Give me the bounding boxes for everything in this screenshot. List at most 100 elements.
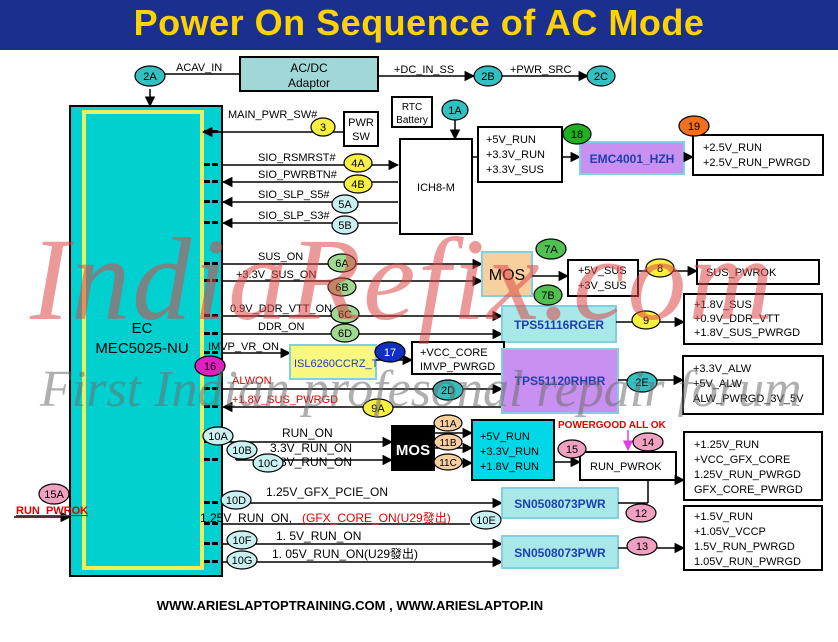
svg-text:6B: 6B — [335, 282, 348, 294]
svg-text:14: 14 — [642, 437, 654, 449]
ec-model: MEC5025-NU — [95, 340, 188, 357]
step-badge: 6C — [330, 304, 360, 324]
step-badge: 12 — [625, 503, 657, 523]
run-pwrok-input-label: RUN_PWROK — [16, 505, 88, 517]
mos-run-label: MOS — [396, 442, 430, 459]
svg-text:9A: 9A — [371, 403, 385, 415]
run-pwrok-label: RUN_PWROK — [590, 461, 662, 473]
ich8m-label: ICH8-M — [417, 182, 455, 194]
sn-gfx-rails-box — [683, 431, 823, 501]
step-badge: 11C — [433, 453, 463, 471]
tps51120-label: TPS51120RHBR — [515, 374, 606, 388]
sn-vccp-rail-4: 1.05V_RUN_PWRGD — [694, 556, 801, 568]
svg-text:6D: 6D — [338, 328, 352, 340]
tps51116-rail-1: +1.8V_SUS — [694, 299, 752, 311]
mos-sus-rail-1: +5V_SUS — [578, 265, 627, 277]
sn0508073-vccp-block — [501, 535, 619, 569]
step-badge: 18 — [562, 123, 592, 145]
sn-vccp-rail-2: +1.05V_VCCP — [694, 526, 766, 538]
tps51116-rail-3: +1.8V_SUS_PWRGD — [694, 327, 800, 339]
sn-vccp-section: 1. 5V_RUN_ON 1. 05V_RUN_ON(U29發出) SN0508… — [222, 505, 823, 571]
rtc-battery-block — [391, 96, 433, 128]
mos-sus-label: MOS — [489, 267, 525, 284]
tps51120-section: ALWON +1.8V_SUS_PWRGD TPS51120RHBR +3.3V… — [221, 348, 824, 415]
sn-gfx-rail-3: 1.25V_RUN_PWRGD — [694, 469, 801, 481]
ddr-on-label: DDR_ON — [258, 321, 305, 333]
powergood-label: POWERGOOD ALL OK — [558, 420, 667, 431]
step-badge: 17 — [374, 341, 406, 363]
step-badge: 10A — [202, 426, 234, 446]
step-badge: 15 — [557, 439, 587, 459]
gfx-pcie-on-label: 1.25V_GFX_PCIE_ON — [266, 485, 388, 499]
v15-run-on-label: 1. 5V_RUN_ON — [276, 529, 361, 543]
isl6260-label: ISL6260CCRZ_T — [294, 358, 379, 370]
sn-gfx-section: 1.25V_GFX_PCIE_ON 1.25V_RUN_ON, (GFX_COR… — [200, 431, 823, 525]
svg-text:2A: 2A — [143, 71, 157, 83]
svg-text:4B: 4B — [351, 179, 364, 191]
sn-gfx-rail-2: +VCC_GFX_CORE — [694, 454, 790, 466]
run-pwrok-box — [579, 451, 677, 481]
svg-text:16: 16 — [204, 361, 216, 373]
emc-rail-2: +2.5V_RUN_PWRGD — [703, 157, 810, 169]
step-badge: 8 — [645, 258, 675, 278]
svg-text:10E: 10E — [476, 515, 496, 527]
pwr-src-label: +PWR_SRC — [510, 64, 571, 76]
svg-text:17: 17 — [384, 347, 396, 359]
svg-text:6C: 6C — [338, 309, 352, 321]
step-badge: 10B — [226, 440, 258, 460]
step-badge: 9 — [631, 310, 661, 330]
rtc-label-1: RTC — [402, 102, 422, 113]
pwr-sw-label-2: SW — [352, 131, 370, 143]
acav-in-label: ACAV_IN — [176, 62, 222, 74]
svg-text:5B: 5B — [338, 220, 351, 232]
rtc-section: RTC Battery PWR SW MAIN_PWR_SW# — [201, 96, 461, 147]
sn-vccp-rail-3: 1.5V_RUN_PWRGD — [694, 541, 795, 553]
emc4001-block — [579, 141, 685, 175]
v18-run-on-label: 1.8V_RUN_ON — [270, 455, 352, 469]
step-badge: 2C — [586, 65, 616, 87]
mos-run-block — [391, 425, 435, 471]
emc-rails-box — [692, 134, 824, 176]
ich-rail-3: +3.3V_SUS — [486, 164, 544, 176]
alwon-label: ALWON — [232, 375, 272, 387]
step-badge: 9A — [362, 398, 394, 418]
title-bar: Power On Sequence of AC Mode — [0, 0, 838, 50]
mos-sus-section: SUS_ON +3.3V_SUS_ON MOS +5V_SUS +3V_SUS … — [222, 251, 820, 297]
svg-text:10F: 10F — [233, 535, 252, 547]
ec-block: EC MEC5025-NU — [69, 105, 223, 577]
mos-sus-rail-2: +3V_SUS — [578, 280, 627, 292]
main-pwr-sw-label: MAIN_PWR_SW# — [228, 109, 318, 121]
step-badges: 2A 2B 2C 1A 3 4A 4B 5A 5B 18 19 7A 7B 6A… — [38, 65, 710, 570]
svg-text:12: 12 — [635, 508, 647, 520]
step-badge: 2D — [432, 379, 464, 401]
svg-text:2C: 2C — [594, 71, 608, 83]
mos-run-rail-3: +1.8V_RUN — [480, 461, 539, 473]
acdc-adaptor-block — [239, 56, 379, 92]
acdc-label-2: Adaptor — [288, 76, 330, 90]
svg-text:11A: 11A — [439, 419, 456, 430]
step-badge: 11A — [433, 414, 463, 432]
svg-text:19: 19 — [688, 121, 700, 133]
sus-pwrok-label: SUS_PWROK — [706, 267, 777, 279]
tps51120-rail-3: ALW_PWRGD_3V_5V — [693, 393, 804, 405]
isl6260-rail-1: +VCC_CORE — [420, 347, 488, 359]
sn0508073-vccp-label: SN0508073PWR — [514, 546, 606, 560]
tps51116-block — [501, 305, 617, 343]
ich-rail-2: +3.3V_RUN — [486, 149, 545, 161]
v105-run-on-label: 1. 05V_RUN_ON(U29發出) — [272, 546, 418, 561]
svg-text:3: 3 — [320, 122, 326, 134]
svg-text:13: 13 — [636, 541, 648, 553]
svg-text:1A: 1A — [448, 105, 462, 117]
svg-text:10D: 10D — [226, 495, 246, 507]
step-badge: 10G — [226, 550, 258, 570]
emc4001-label: EMC4001_HZH — [590, 152, 675, 166]
imvp-vr-on-label: IMVP_VR_ON — [208, 341, 279, 353]
step-badge: 6B — [327, 277, 357, 297]
svg-text:2E: 2E — [635, 377, 648, 389]
sn-vccp-rail-1: +1.5V_RUN — [694, 511, 753, 523]
isl6260-rail-2: IMVP_PWRGD — [420, 361, 495, 373]
tps51120-block — [501, 348, 619, 414]
step-badge: 10C — [252, 453, 284, 473]
tps51120-rail-1: +3.3V_ALW — [693, 363, 752, 375]
